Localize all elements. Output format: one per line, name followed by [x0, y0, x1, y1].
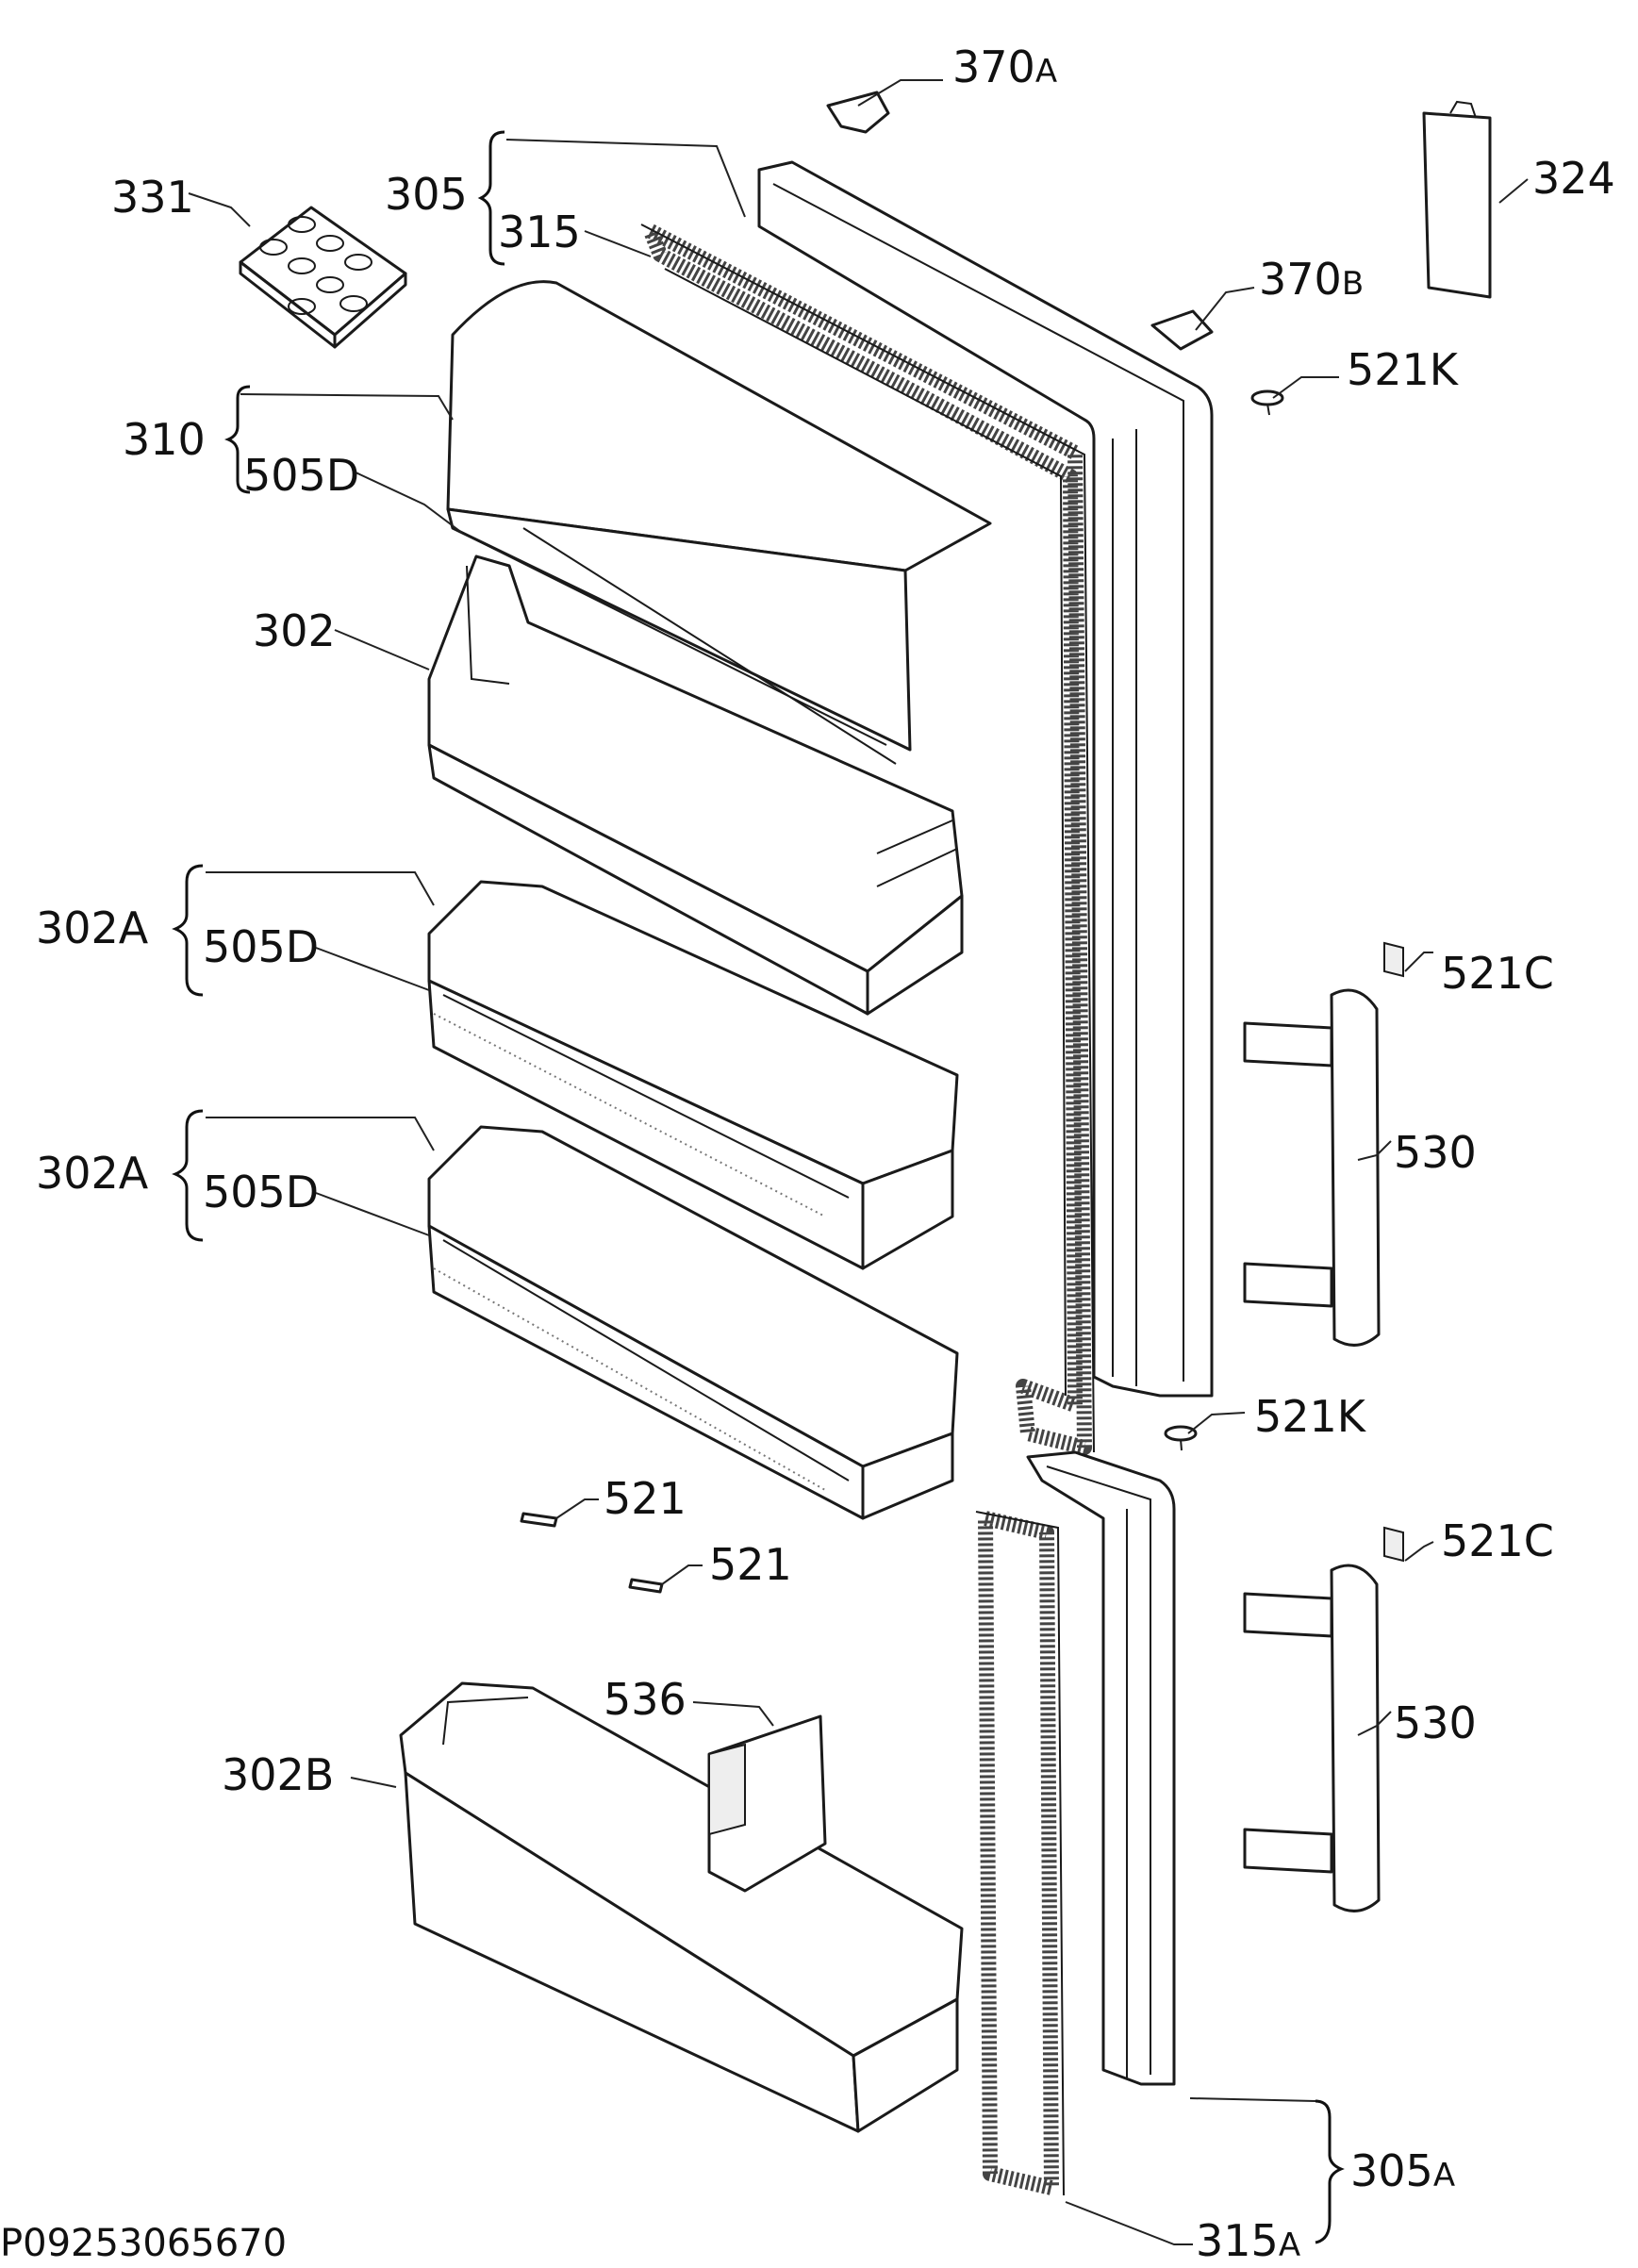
label-315A: 315A [1196, 2215, 1300, 2263]
divider-536 [707, 1714, 827, 1893]
hinge-pin-521K-bottom [1164, 1425, 1198, 1451]
clip-370B [1150, 309, 1214, 351]
egg-tray-331 [239, 206, 407, 349]
door-bin-302A-upper [427, 880, 959, 1270]
label-530-bottom: 530 [1394, 1697, 1477, 1748]
part-324 [1422, 100, 1492, 299]
upper-door-305 [757, 160, 1214, 1398]
screw-521-b [628, 1578, 664, 1594]
label-370B: 370B [1259, 254, 1364, 305]
clip-370A [826, 91, 890, 134]
label-331: 331 [111, 172, 194, 223]
cap-521C-bottom [1383, 1526, 1404, 1563]
label-521K-bottom: 521K [1254, 1391, 1367, 1442]
label-505D-b: 505D [203, 921, 319, 972]
label-521C-bottom: 521C [1441, 1515, 1554, 1566]
hinge-pin-521K-top [1250, 389, 1284, 416]
label-521K-top: 521K [1347, 344, 1460, 395]
label-505D-c: 505D [203, 1167, 319, 1217]
shelf-cover-310 [446, 280, 992, 765]
label-536: 536 [604, 1674, 687, 1725]
braces [172, 130, 1345, 2244]
label-505D-a: 505D [243, 450, 359, 501]
labels: 370A 324 331 305 315 370B 521K 310 505D … [0, 41, 1615, 2266]
lower-door-305A [1026, 1450, 1176, 2086]
label-302A-b: 302A [36, 1148, 149, 1199]
label-521-a: 521 [604, 1473, 687, 1524]
screw-521-a [520, 1512, 558, 1528]
label-305-top: 305 [385, 169, 468, 220]
label-521-b: 521 [709, 1539, 792, 1590]
handle-530-top [1243, 988, 1381, 1347]
handle-530-bottom [1243, 1564, 1381, 1912]
door-bin-302 [427, 555, 964, 1016]
label-302B: 302B [222, 1749, 334, 1800]
upper-gasket-315 [640, 223, 1095, 1455]
door-bin-302B [399, 1681, 964, 2133]
label-302: 302 [253, 605, 336, 656]
drawing-code: P09253065670 [0, 2222, 287, 2263]
label-324: 324 [1532, 153, 1615, 204]
label-310: 310 [123, 414, 206, 465]
lower-gasket-315A [975, 1511, 1065, 2196]
cap-521C-top [1383, 941, 1404, 978]
label-521C-top: 521C [1441, 948, 1554, 999]
label-315-top: 315 [498, 207, 581, 257]
label-370A: 370A [952, 41, 1057, 92]
leader-lines [188, 79, 1529, 2245]
door-bin-302A-lower [427, 1125, 959, 1520]
label-305A: 305A [1350, 2145, 1455, 2196]
label-530-top: 530 [1394, 1127, 1477, 1178]
label-302A-a: 302A [36, 902, 149, 953]
